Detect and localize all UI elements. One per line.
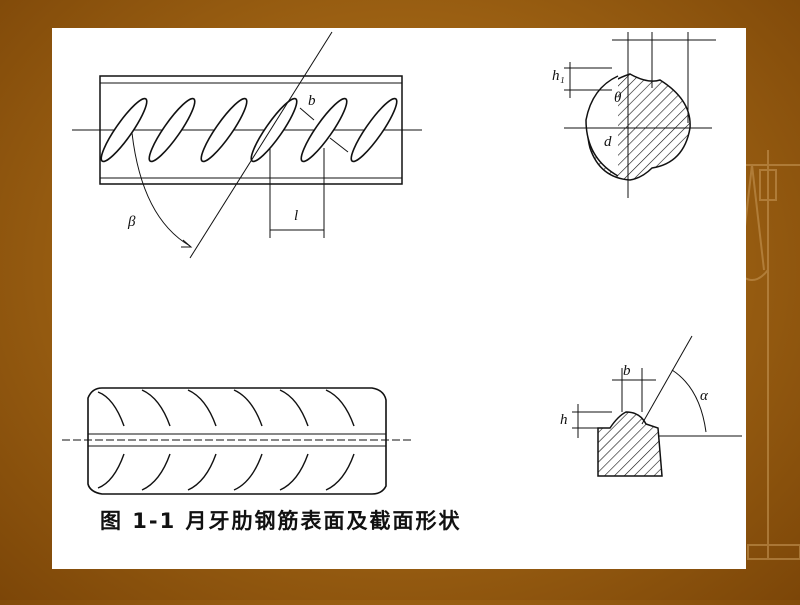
l-label: l [294, 208, 298, 224]
b-section-label: b [623, 363, 631, 379]
beta-label: β [127, 214, 136, 230]
theta-label: θ [614, 90, 622, 106]
alpha-label: α [700, 388, 709, 404]
rebar-surface-drawing [72, 31, 422, 259]
figure-caption: 图 1-1 月牙肋钢筋表面及截面形状 [100, 509, 462, 533]
rib-profile-section [572, 335, 742, 477]
rebar-side-view [62, 387, 412, 495]
rebar-figure: β b l h₁ θ d [62, 31, 742, 495]
d-label: d [604, 134, 612, 150]
figure-panel: β b l h₁ θ d [52, 28, 746, 569]
h-section-label: h [560, 412, 568, 428]
rebar-cross-section [564, 32, 716, 198]
b-top-label: b [308, 93, 316, 109]
h1-label: h₁ [552, 68, 565, 84]
